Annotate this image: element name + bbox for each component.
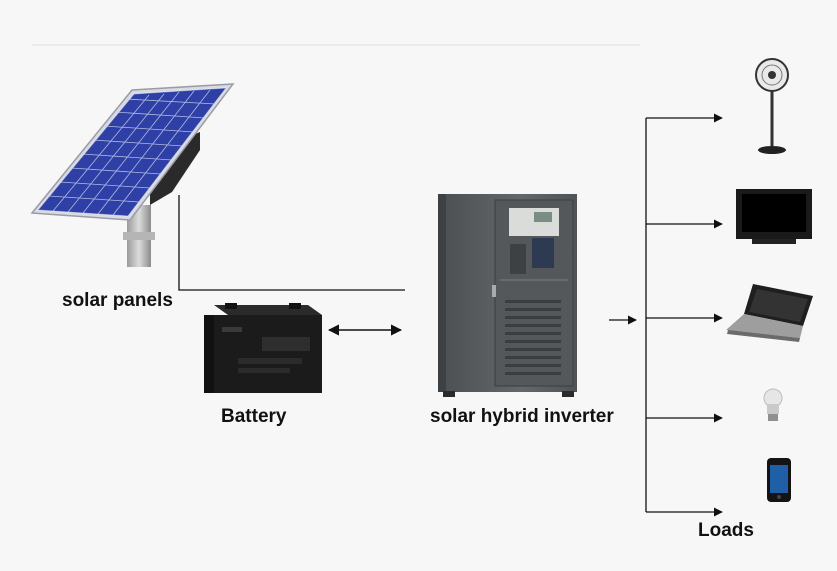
light-bulb-icon: [763, 388, 783, 421]
smartphone-icon: [767, 458, 791, 502]
loads-label: Loads: [698, 520, 754, 541]
solar-panel-icon: [30, 83, 235, 267]
panel-to-inverter-wire: [178, 195, 405, 291]
inverter-cabinet-icon: [438, 194, 577, 397]
laptop-icon: [726, 284, 813, 342]
inverter-label: solar hybrid inverter: [430, 406, 614, 427]
fan-icon: [755, 58, 789, 154]
battery-icon: [204, 303, 322, 393]
battery-label: Battery: [221, 406, 287, 427]
television-icon: [736, 189, 812, 244]
solar-panels-label: solar panels: [62, 290, 173, 311]
